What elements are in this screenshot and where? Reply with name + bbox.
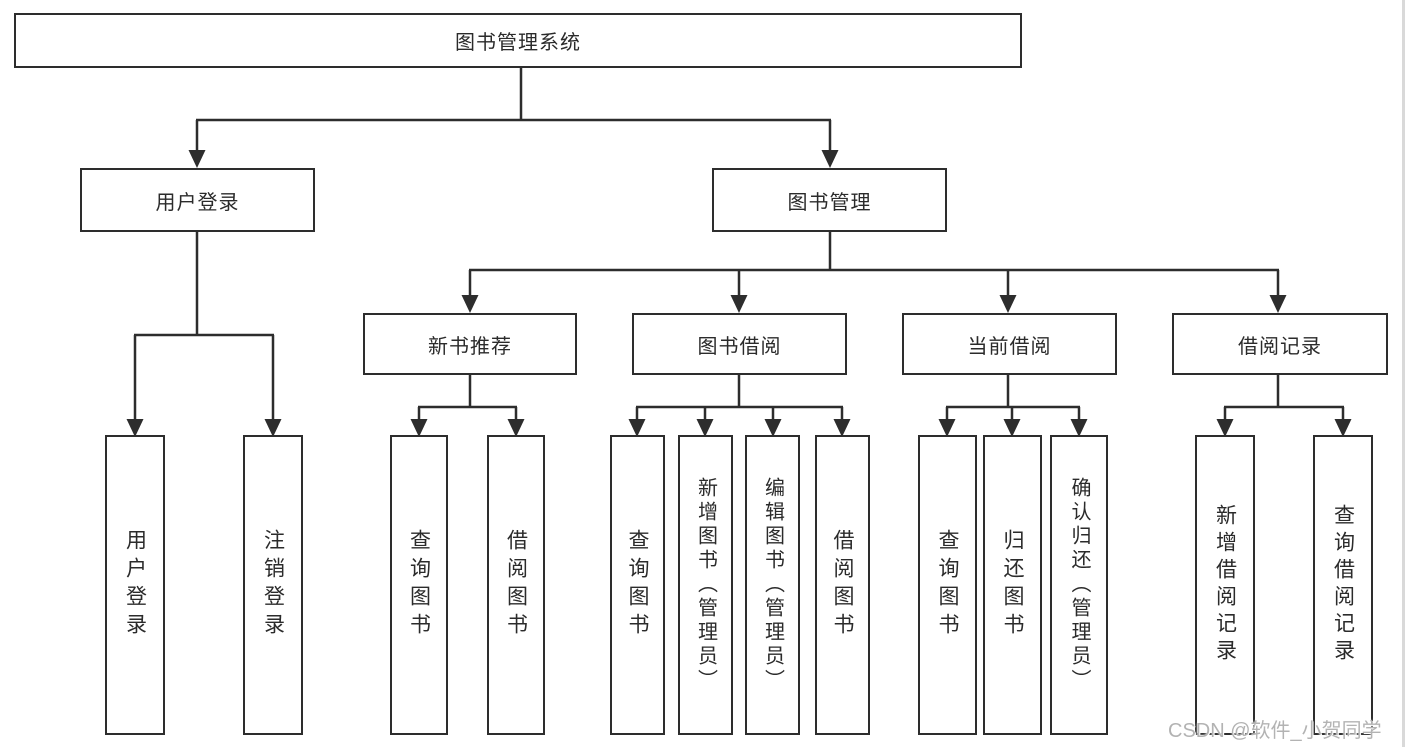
- node-label: 图书借阅: [697, 335, 782, 358]
- leaf-label: 查询图书: [936, 529, 959, 641]
- leaf-add-borrow-record: 新增借阅记录: [1195, 435, 1255, 735]
- node-label: 借阅记录: [1238, 335, 1322, 358]
- screenshot-right-edge: [1402, 0, 1405, 747]
- leaf-label: 注销登录: [261, 529, 285, 641]
- leaf-user-login: 用户登录: [105, 435, 165, 735]
- node-book-management: 图书管理: [712, 168, 947, 232]
- leaf-edit-books-admin: 编辑图书（管理员）: [745, 435, 800, 735]
- node-user-login: 用户登录: [80, 168, 315, 232]
- csdn-watermark: CSDN @软件_小贺同学: [1168, 720, 1382, 742]
- leaf-confirm-return-admin: 确认归还（管理员）: [1050, 435, 1108, 735]
- leaf-label: 用户登录: [123, 529, 147, 641]
- node-label: 用户登录: [155, 191, 240, 214]
- leaf-label: 确认归还（管理员）: [1068, 477, 1090, 693]
- leaf-label: 归还图书: [1001, 529, 1024, 641]
- leaf-label: 编辑图书（管理员）: [761, 477, 784, 693]
- leaf-query-books-current: 查询图书: [918, 435, 977, 735]
- leaf-label: 借阅图书: [831, 529, 854, 641]
- node-new-book-recommendation: 新书推荐: [363, 313, 577, 375]
- node-book-borrowing: 图书借阅: [632, 313, 847, 375]
- leaf-label: 借阅图书: [504, 529, 528, 641]
- leaf-label: 查询借阅记录: [1331, 504, 1355, 666]
- node-label: 图书管理: [787, 191, 872, 214]
- leaf-query-books-borrowing: 查询图书: [610, 435, 665, 735]
- node-label: 新书推荐: [428, 335, 512, 358]
- node-borrowing-records: 借阅记录: [1172, 313, 1388, 375]
- leaf-label: 查询图书: [407, 529, 431, 641]
- node-label: 当前借阅: [967, 335, 1052, 358]
- leaf-label: 查询图书: [626, 529, 649, 641]
- node-current-borrowing: 当前借阅: [902, 313, 1117, 375]
- leaf-return-books: 归还图书: [983, 435, 1042, 735]
- leaf-borrow-books-borrowing: 借阅图书: [815, 435, 870, 735]
- leaf-query-books-recommend: 查询图书: [390, 435, 448, 735]
- leaf-add-books-admin: 新增图书（管理员）: [678, 435, 733, 735]
- leaf-borrow-books-recommend: 借阅图书: [487, 435, 545, 735]
- node-library-management-system: 图书管理系统: [14, 13, 1022, 68]
- leaf-query-borrow-record: 查询借阅记录: [1313, 435, 1373, 735]
- leaf-logout-login: 注销登录: [243, 435, 303, 735]
- leaf-label: 新增图书（管理员）: [694, 477, 717, 693]
- node-label: 图书管理系统: [455, 32, 581, 54]
- leaf-label: 新增借阅记录: [1213, 504, 1237, 666]
